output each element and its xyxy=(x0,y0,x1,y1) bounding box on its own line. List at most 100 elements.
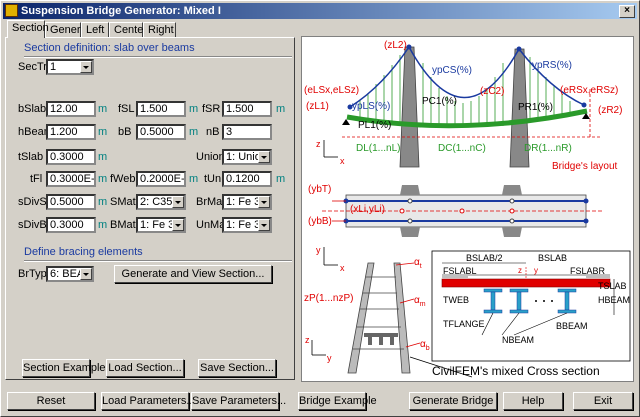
axis-y-3: y xyxy=(534,266,538,275)
hbeam-field[interactable]: 1.200 xyxy=(46,124,96,140)
bridge-example-button[interactable]: Bridge Example xyxy=(298,392,377,410)
label-dr: DR(1...nR) xyxy=(524,143,572,154)
tun-field[interactable]: 0.1200 xyxy=(222,171,272,187)
bridge-diagram-svg: (zL2) ypCS(%) ypRS(%) (eLSx,eLSz) (eRSx,… xyxy=(304,40,631,378)
label-hbeam: HBEAM xyxy=(598,295,630,305)
label-ypls: ypLS(%) xyxy=(352,101,390,112)
tweb-field[interactable]: 0.2000E-01 xyxy=(136,171,186,187)
save-section-button[interactable]: Save Section... xyxy=(198,359,276,377)
brmat-select[interactable]: 1: Fe 360 xyxy=(222,194,272,210)
fsl-unit: m xyxy=(189,103,199,115)
help-button[interactable]: Help xyxy=(503,392,563,410)
label-pr1: PR1(%) xyxy=(518,102,553,113)
label-nbeam: NBEAM xyxy=(502,335,534,345)
hbeam-unit: m xyxy=(98,126,108,138)
tfl-label: tFl xyxy=(30,173,43,185)
fsl-field[interactable]: 1.500 xyxy=(136,101,186,117)
tweb-label: fWeb xyxy=(110,173,136,185)
chevron-down-icon[interactable] xyxy=(258,219,270,231)
bracing-heading: Define bracing elements xyxy=(24,246,143,258)
section-example-button[interactable]: Section Example xyxy=(22,359,106,377)
union-label: Union xyxy=(196,151,225,163)
label-elsx: (eLSx,eLSz) xyxy=(304,85,359,96)
load-section-button[interactable]: Load Section... xyxy=(106,359,184,377)
chevron-down-icon[interactable] xyxy=(258,151,270,163)
label-fslabl: FSLABL xyxy=(443,266,477,276)
label-alpha-b: αb xyxy=(420,339,430,352)
smat-select[interactable]: 2: C35/45 xyxy=(136,194,186,210)
tslab-label: tSlab xyxy=(18,151,44,163)
brtype-select[interactable]: 6: BEAM4 xyxy=(46,266,94,282)
sdivs-field[interactable]: 0.5000 xyxy=(46,194,96,210)
left-cable xyxy=(349,46,410,108)
brmat-label: BrMat xyxy=(196,196,226,208)
fsr-unit: m xyxy=(276,103,286,115)
label-tslab: TSLAB xyxy=(598,281,627,291)
section-panel: Section definition: slab over beams SecT… xyxy=(5,37,295,380)
tab-section[interactable]: Section xyxy=(7,20,49,38)
smat-label: SMat xyxy=(110,196,136,208)
center-cable xyxy=(408,46,520,99)
union-value: 1: Union xyxy=(226,151,267,163)
label-pl1: PL1(%) xyxy=(358,120,391,131)
tweb-unit: m xyxy=(189,173,199,185)
tab-left[interactable]: Left xyxy=(81,22,109,37)
sectr-select[interactable]: 1 xyxy=(46,59,94,75)
tslab-field[interactable]: 0.3000 xyxy=(46,149,96,165)
axis-z-2: z xyxy=(305,335,310,345)
window-title: Suspension Bridge Generator: Mixed I xyxy=(21,5,221,17)
generate-view-section-button[interactable]: Generate and View Section... xyxy=(114,265,272,283)
exit-button[interactable]: Exit xyxy=(573,392,633,410)
label-ypcs: ypCS(%) xyxy=(432,65,472,76)
section-heading: Section definition: slab over beams xyxy=(24,42,195,54)
tab-right[interactable]: Right xyxy=(143,22,176,37)
deck xyxy=(346,108,588,129)
generate-bridge-button[interactable]: Generate Bridge xyxy=(409,392,497,410)
fsr-label: fSR xyxy=(202,103,221,115)
tab-general[interactable]: General xyxy=(45,22,89,37)
union-select[interactable]: 1: Union xyxy=(222,149,272,165)
axis-x-1: x xyxy=(340,156,345,166)
save-parameters-button[interactable]: Save Parameters... xyxy=(191,392,286,410)
close-icon[interactable]: × xyxy=(619,5,635,18)
divider xyxy=(24,260,292,262)
label-yprs: ypRS(%) xyxy=(532,60,572,71)
bslab-field[interactable]: 12.00 xyxy=(46,101,96,117)
label-fslabr: FSLABR xyxy=(570,266,606,276)
bb-field[interactable]: 0.5000 xyxy=(136,124,186,140)
tslab-unit: m xyxy=(98,151,108,163)
chevron-down-icon[interactable] xyxy=(80,61,92,73)
right-cable xyxy=(518,48,585,106)
label-alpha-t: αt xyxy=(414,257,422,270)
sdivs-unit: m xyxy=(98,196,108,208)
title-bar: Suspension Bridge Generator: Mixed I × xyxy=(3,3,637,19)
sdivb-label: sDivB xyxy=(18,219,47,231)
sectr-value: 1 xyxy=(50,61,57,73)
label-zr2: (zR2) xyxy=(598,105,622,116)
label-bslab2: BSLAB/2 xyxy=(466,253,503,263)
tfl-field[interactable]: 0.3000E-01 xyxy=(46,171,96,187)
chevron-down-icon[interactable] xyxy=(80,268,92,280)
unmat-label: UnMat xyxy=(196,219,229,231)
cross-section-detail: BSLAB/2 BSLAB FSLABL FSLABR TSLAB TWEB H… xyxy=(431,250,631,378)
tower-detail: αt αm αb zP(1...nzP) z y xyxy=(304,257,473,378)
load-parameters-button[interactable]: Load Parameters... xyxy=(101,392,196,410)
label-xliyli: (xLi,yLi) xyxy=(350,204,385,215)
fsr-field[interactable]: 1.500 xyxy=(222,101,272,117)
reset-button[interactable]: Reset xyxy=(7,392,95,410)
bb-label: bB xyxy=(118,126,132,138)
app-icon xyxy=(5,4,18,17)
label-layout: Bridge's layout xyxy=(552,161,618,172)
sdivb-field[interactable]: 0.3000 xyxy=(46,217,96,233)
chevron-down-icon[interactable] xyxy=(258,196,270,208)
chevron-down-icon[interactable] xyxy=(172,219,184,231)
unmat-select[interactable]: 1: Fe 360 xyxy=(222,217,272,233)
bmat-select[interactable]: 1: Fe 360 xyxy=(136,217,186,233)
tfl-unit: m xyxy=(98,173,108,185)
tab-center[interactable]: Center xyxy=(109,22,147,37)
nb-field[interactable]: 3 xyxy=(222,124,272,140)
bridge-diagram: (zL2) ypCS(%) ypRS(%) (eLSx,eLSz) (eRSx,… xyxy=(301,36,634,382)
chevron-down-icon[interactable] xyxy=(172,196,184,208)
label-alpha-m: αm xyxy=(414,295,426,308)
